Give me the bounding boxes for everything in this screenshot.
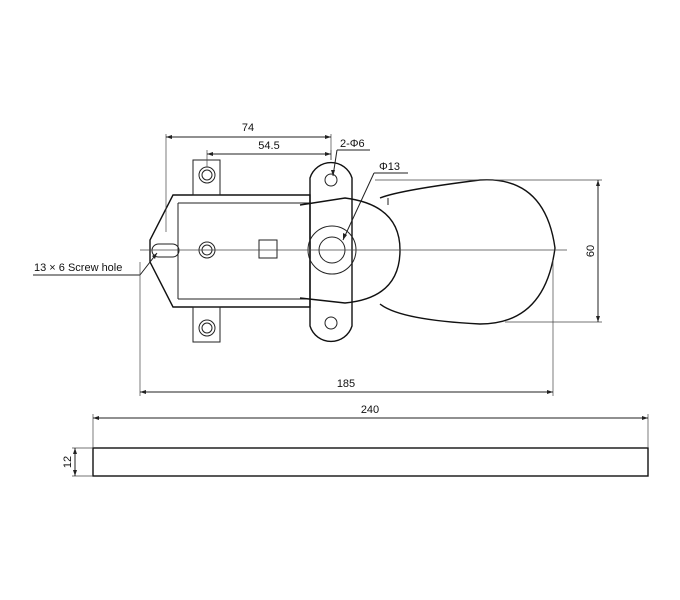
cam-housing [299,197,401,304]
dim-185-label: 185 [337,378,355,390]
plate-rectangle [92,447,649,477]
dim-74: 74 [165,122,332,232]
bottom-tab-hole-inner [201,322,213,334]
hasp-hole-bottom [324,316,338,330]
leader-phi13: Φ13 [342,161,408,241]
latch-top-view [140,159,567,343]
dim-60-label: 60 [585,245,597,257]
hasp-arm [309,161,353,343]
plate-side-view [92,447,649,477]
dim-74-label: 74 [242,122,254,134]
hasp-hole-top [324,173,338,187]
bottom-mount-tab [192,306,221,343]
dim-54-5-label: 54.5 [258,140,279,152]
dim-60: 60 [375,179,602,323]
dim-54-5: 54.5 [206,140,332,167]
center-hole-label: Φ13 [379,161,400,173]
dim-240-label: 240 [361,404,379,416]
dim-12-label: 12 [62,456,74,468]
holes-label: 2-Φ6 [340,138,365,150]
square-stud [258,239,278,259]
top-mount-tab [192,159,221,196]
dim-12: 12 [62,447,93,477]
screw-hole-label: 13 × 6 Screw hole [34,262,122,274]
leader-screw-hole: 13 × 6 Screw hole [33,252,158,276]
base-plate-outline [149,194,311,308]
dim-185: 185 [139,260,554,396]
lever-handle [379,179,556,325]
top-tab-hole-inner [201,169,213,181]
screw-slot [151,243,180,258]
leader-2-phi6: 2-Φ6 [331,138,370,177]
dim-240: 240 [92,404,649,448]
bottom-tab-hole-outer [198,319,216,337]
top-tab-hole-outer [198,166,216,184]
